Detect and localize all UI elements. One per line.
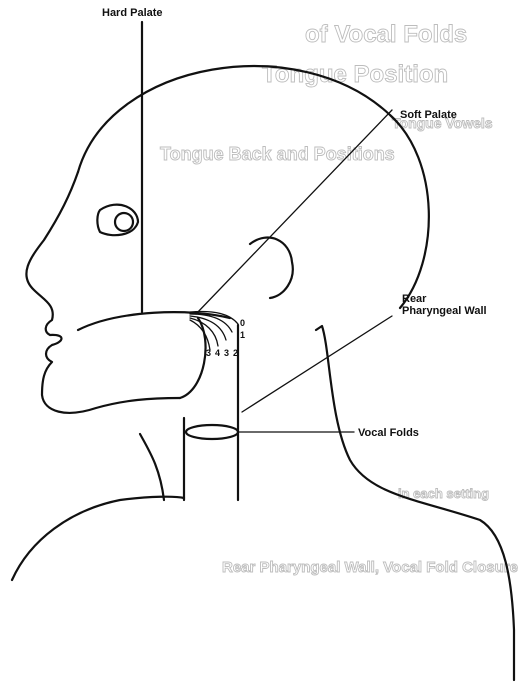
label-hard-palate: Hard Palate [102, 7, 163, 19]
bleed-through-line-b: Tongue Position [262, 61, 448, 88]
soft-palate-pointer [196, 110, 392, 314]
bleed-through-line-f: Rear Pharyngeal Wall, Vocal Fold Closure [222, 559, 518, 576]
ear [250, 238, 293, 298]
bleed-through-text: of Vocal Folds Tongue Position Tongue Vo… [160, 21, 518, 576]
tongue-number-1: 1 [240, 330, 245, 340]
shoulder-left [12, 497, 184, 580]
label-rear: Rear [402, 293, 427, 305]
mouth-cavity [78, 312, 230, 330]
front-neck [140, 434, 164, 500]
tongue-number-row-1: 3 [206, 348, 211, 358]
label-soft-palate: Soft Palate [400, 109, 457, 121]
pupil [115, 213, 133, 231]
label-vocal-folds: Vocal Folds [358, 427, 419, 439]
back-of-neck [316, 326, 514, 680]
label-pharyngeal-wall: Pharyngeal Wall [402, 305, 487, 317]
tongue-number-0: 0 [240, 318, 245, 328]
bleed-through-line-d: Tongue Back and Positions [160, 144, 395, 164]
bleed-through-line-a: of Vocal Folds [305, 21, 467, 48]
tongue-number-row-3: 3 [224, 348, 229, 358]
head-outline [78, 66, 429, 308]
vocal-folds-shape [186, 425, 238, 439]
tongue-position-lines [190, 312, 238, 351]
tongue-number-row-2: 4 [215, 348, 220, 358]
